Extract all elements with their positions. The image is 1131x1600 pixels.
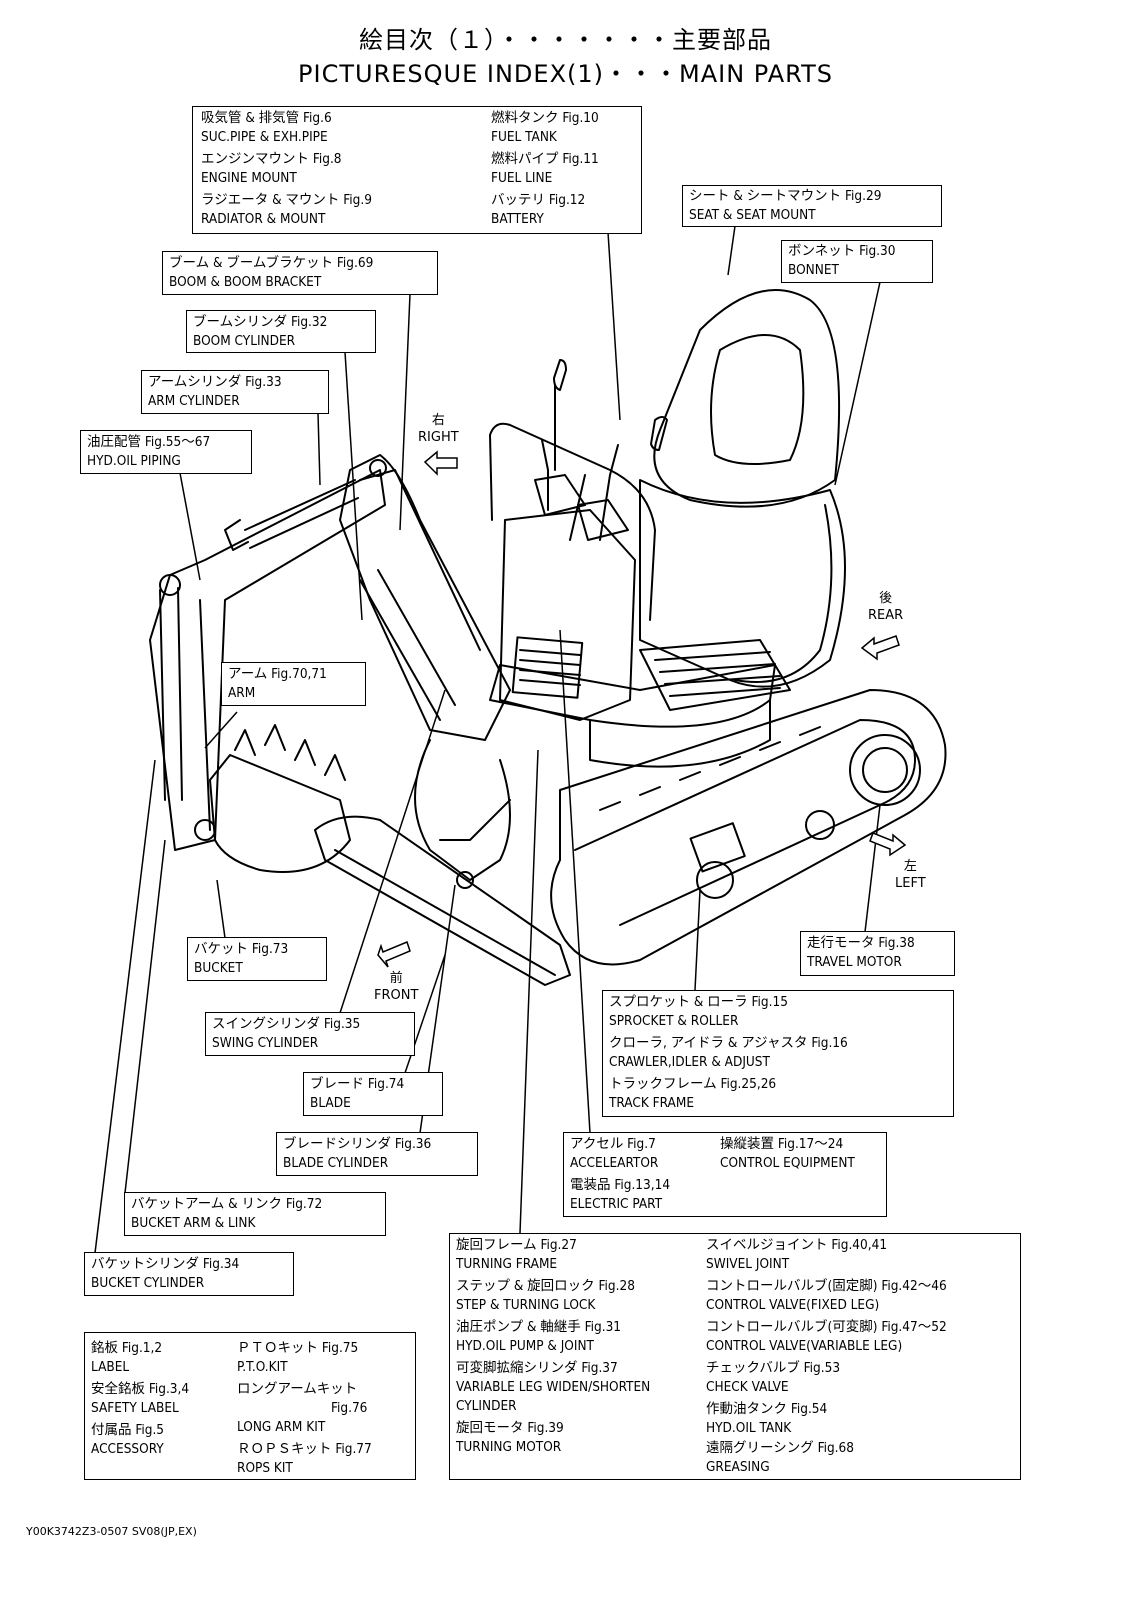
control-tower bbox=[499, 509, 636, 721]
blade-outline bbox=[314, 815, 571, 986]
arrow-front-icon bbox=[377, 940, 411, 968]
arrow-left-icon bbox=[869, 832, 907, 857]
page-title-japanese: 絵目次（１）・・・・・・・主要部品 bbox=[359, 26, 772, 54]
bonnet-outline bbox=[639, 479, 846, 688]
arrow-right-icon bbox=[423, 450, 458, 476]
arm-outline bbox=[149, 469, 386, 851]
bucket-outline bbox=[209, 754, 351, 873]
turning-frame bbox=[489, 664, 776, 728]
document-code: Y00K3742Z3-0507 SV08(JP,EX) bbox=[26, 1525, 197, 1538]
seat-outline bbox=[653, 289, 841, 508]
travel-motor-drum bbox=[849, 734, 921, 806]
arrow-rear-icon bbox=[860, 635, 900, 661]
page-title-english: PICTURESQUE INDEX(1)・・・MAIN PARTS bbox=[298, 60, 833, 88]
crawler-track bbox=[550, 689, 947, 966]
boom-outline bbox=[339, 454, 511, 741]
